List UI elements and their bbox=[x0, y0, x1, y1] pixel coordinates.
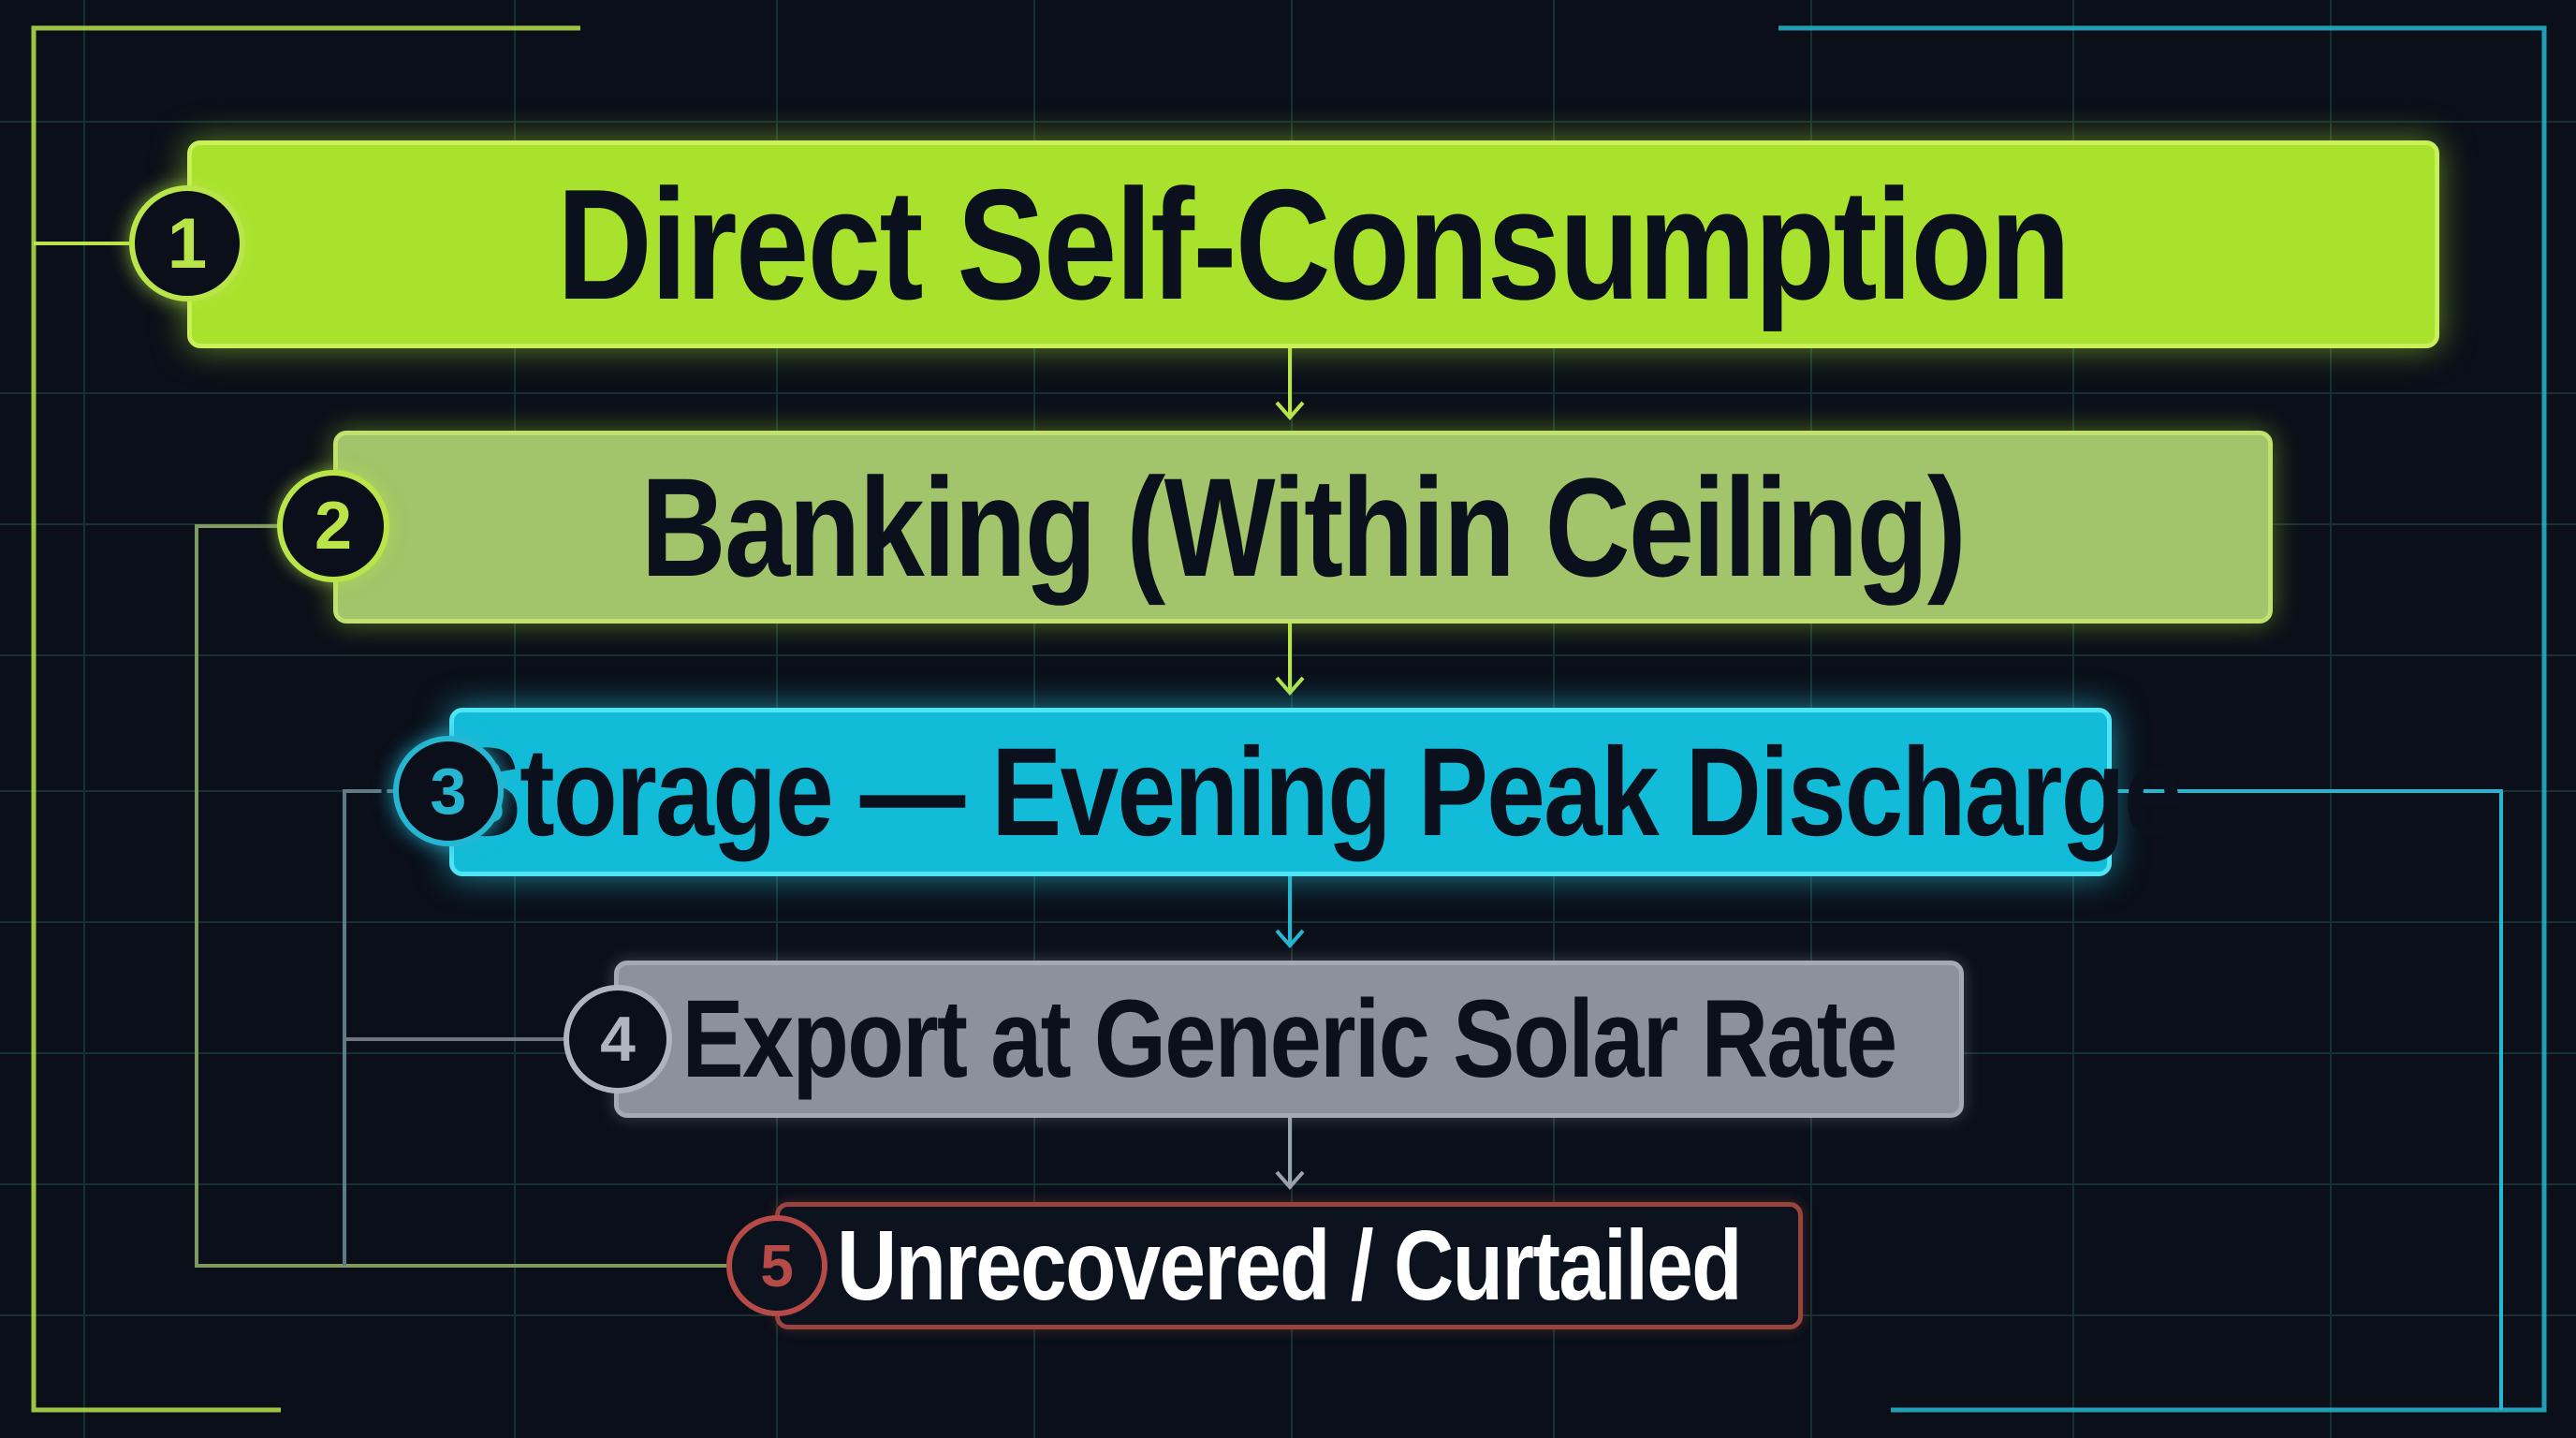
tier-1-badge: 1 bbox=[129, 185, 245, 301]
tier-4-box: Export at Generic Solar Rate bbox=[614, 961, 1964, 1118]
tier-2-label: Banking (Within Ceiling) bbox=[640, 448, 1967, 606]
arrow-3-to-4 bbox=[1275, 876, 1305, 949]
tier-3-badge: 3 bbox=[393, 736, 504, 846]
tier-5-box: Unrecovered / Curtailed bbox=[775, 1202, 1803, 1329]
tier-4-label: Export at Generic Solar Rate bbox=[681, 977, 1897, 1101]
tier-2-box: Banking (Within Ceiling) bbox=[333, 431, 2273, 624]
tier-4-badge: 4 bbox=[564, 985, 672, 1093]
arrow-2-to-3 bbox=[1275, 624, 1305, 697]
tier-1-box: Direct Self-Consumption bbox=[187, 140, 2439, 348]
tier-4-number: 4 bbox=[600, 1004, 636, 1075]
connector-tier-3 bbox=[343, 789, 395, 1266]
arrow-4-to-5 bbox=[1275, 1118, 1305, 1191]
connector-tier-2 bbox=[195, 524, 726, 1268]
tier-3-label: Storage — Evening Peak Discharge bbox=[450, 722, 2183, 862]
tier-3-number: 3 bbox=[430, 755, 467, 828]
tier-5-number: 5 bbox=[760, 1232, 794, 1299]
tier-5-badge: 5 bbox=[726, 1215, 827, 1316]
tier-2-badge: 2 bbox=[277, 470, 389, 582]
connector-tier-3-right bbox=[2110, 789, 2503, 1410]
tier-5-label: Unrecovered / Curtailed bbox=[837, 1210, 1743, 1321]
arrow-1-to-2 bbox=[1275, 348, 1305, 421]
tier-1-label: Direct Self-Consumption bbox=[557, 155, 2071, 332]
tier-3-box: Storage — Evening Peak Discharge bbox=[381, 708, 2182, 876]
tier-1-number: 1 bbox=[167, 203, 208, 284]
tier-2-number: 2 bbox=[314, 489, 353, 564]
